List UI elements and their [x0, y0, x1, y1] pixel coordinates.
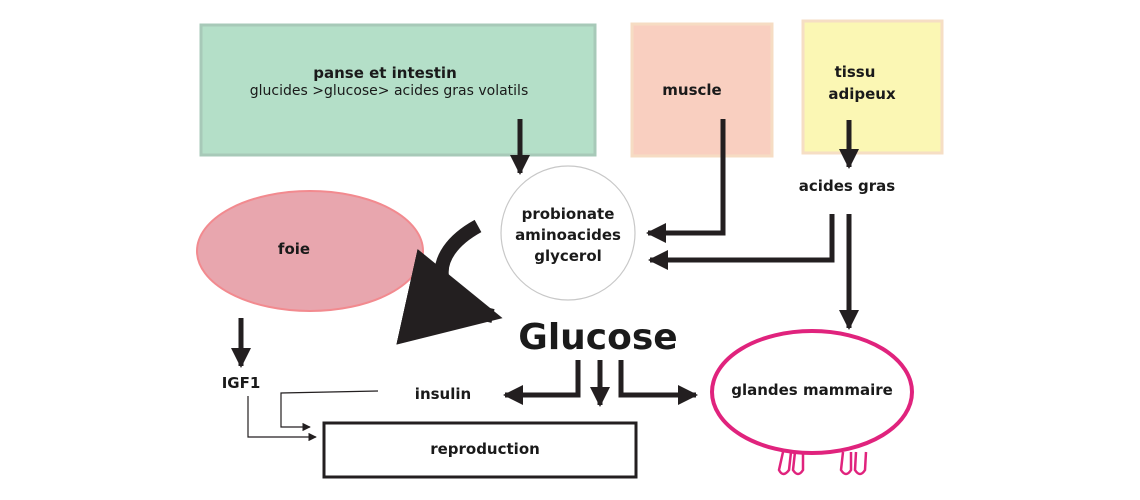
- arrows: [231, 119, 859, 442]
- insulin-label: insulin: [415, 385, 471, 403]
- arrow-liver-to-glucose: [396, 219, 503, 345]
- mammary-gland-node: glandes mammaire: [710, 329, 914, 476]
- precursor-glycerol: glycerol: [534, 247, 602, 265]
- teats: [777, 451, 868, 476]
- rumen-title: panse et intestin: [313, 64, 457, 82]
- muscle-node: muscle: [630, 22, 774, 158]
- liver-label: foie: [278, 240, 310, 258]
- arrow-glucose-to-insulin: [503, 360, 581, 405]
- adipose-node: tissu adipeux: [801, 19, 944, 155]
- adipose-label-line2: adipeux: [828, 85, 896, 103]
- adipose-label-line1: tissu: [835, 63, 876, 81]
- rumen-box: [199, 23, 597, 157]
- reproduction-label: reproduction: [430, 440, 540, 458]
- arrow-glucose-to-mammary: [618, 360, 698, 405]
- arrow-insulin-to-reproduction: [280, 390, 379, 432]
- fatty-acids-label: acides gras: [799, 177, 895, 195]
- reproduction-node: reproduction: [322, 421, 638, 479]
- glucose-label: Glucose: [518, 317, 677, 358]
- precursors-circle: [500, 165, 636, 301]
- reproduction-box: [322, 421, 638, 479]
- precursor-probionate: probionate: [522, 205, 615, 223]
- liver-node: foie: [196, 190, 424, 312]
- muscle-box: [630, 22, 774, 158]
- mammary-ellipse: [710, 329, 914, 455]
- precursors-node: probionate aminoacides glycerol: [500, 165, 636, 301]
- igf1-label: IGF1: [222, 374, 261, 392]
- mammary-label: glandes mammaire: [731, 381, 893, 399]
- arrow-fatty-acids-to-precursors: [648, 214, 835, 270]
- arrow-igf1-to-reproduction: [247, 396, 317, 442]
- precursor-aminoacides: aminoacides: [515, 226, 621, 244]
- rumen-subtitle: glucides >glucose> acides gras volatils: [250, 83, 528, 99]
- adipose-box: [801, 19, 944, 155]
- arrow-muscle-to-precursors: [646, 119, 726, 243]
- rumen-intestine-node: panse et intestin glucides >glucose> aci…: [199, 23, 597, 157]
- muscle-label: muscle: [662, 81, 721, 99]
